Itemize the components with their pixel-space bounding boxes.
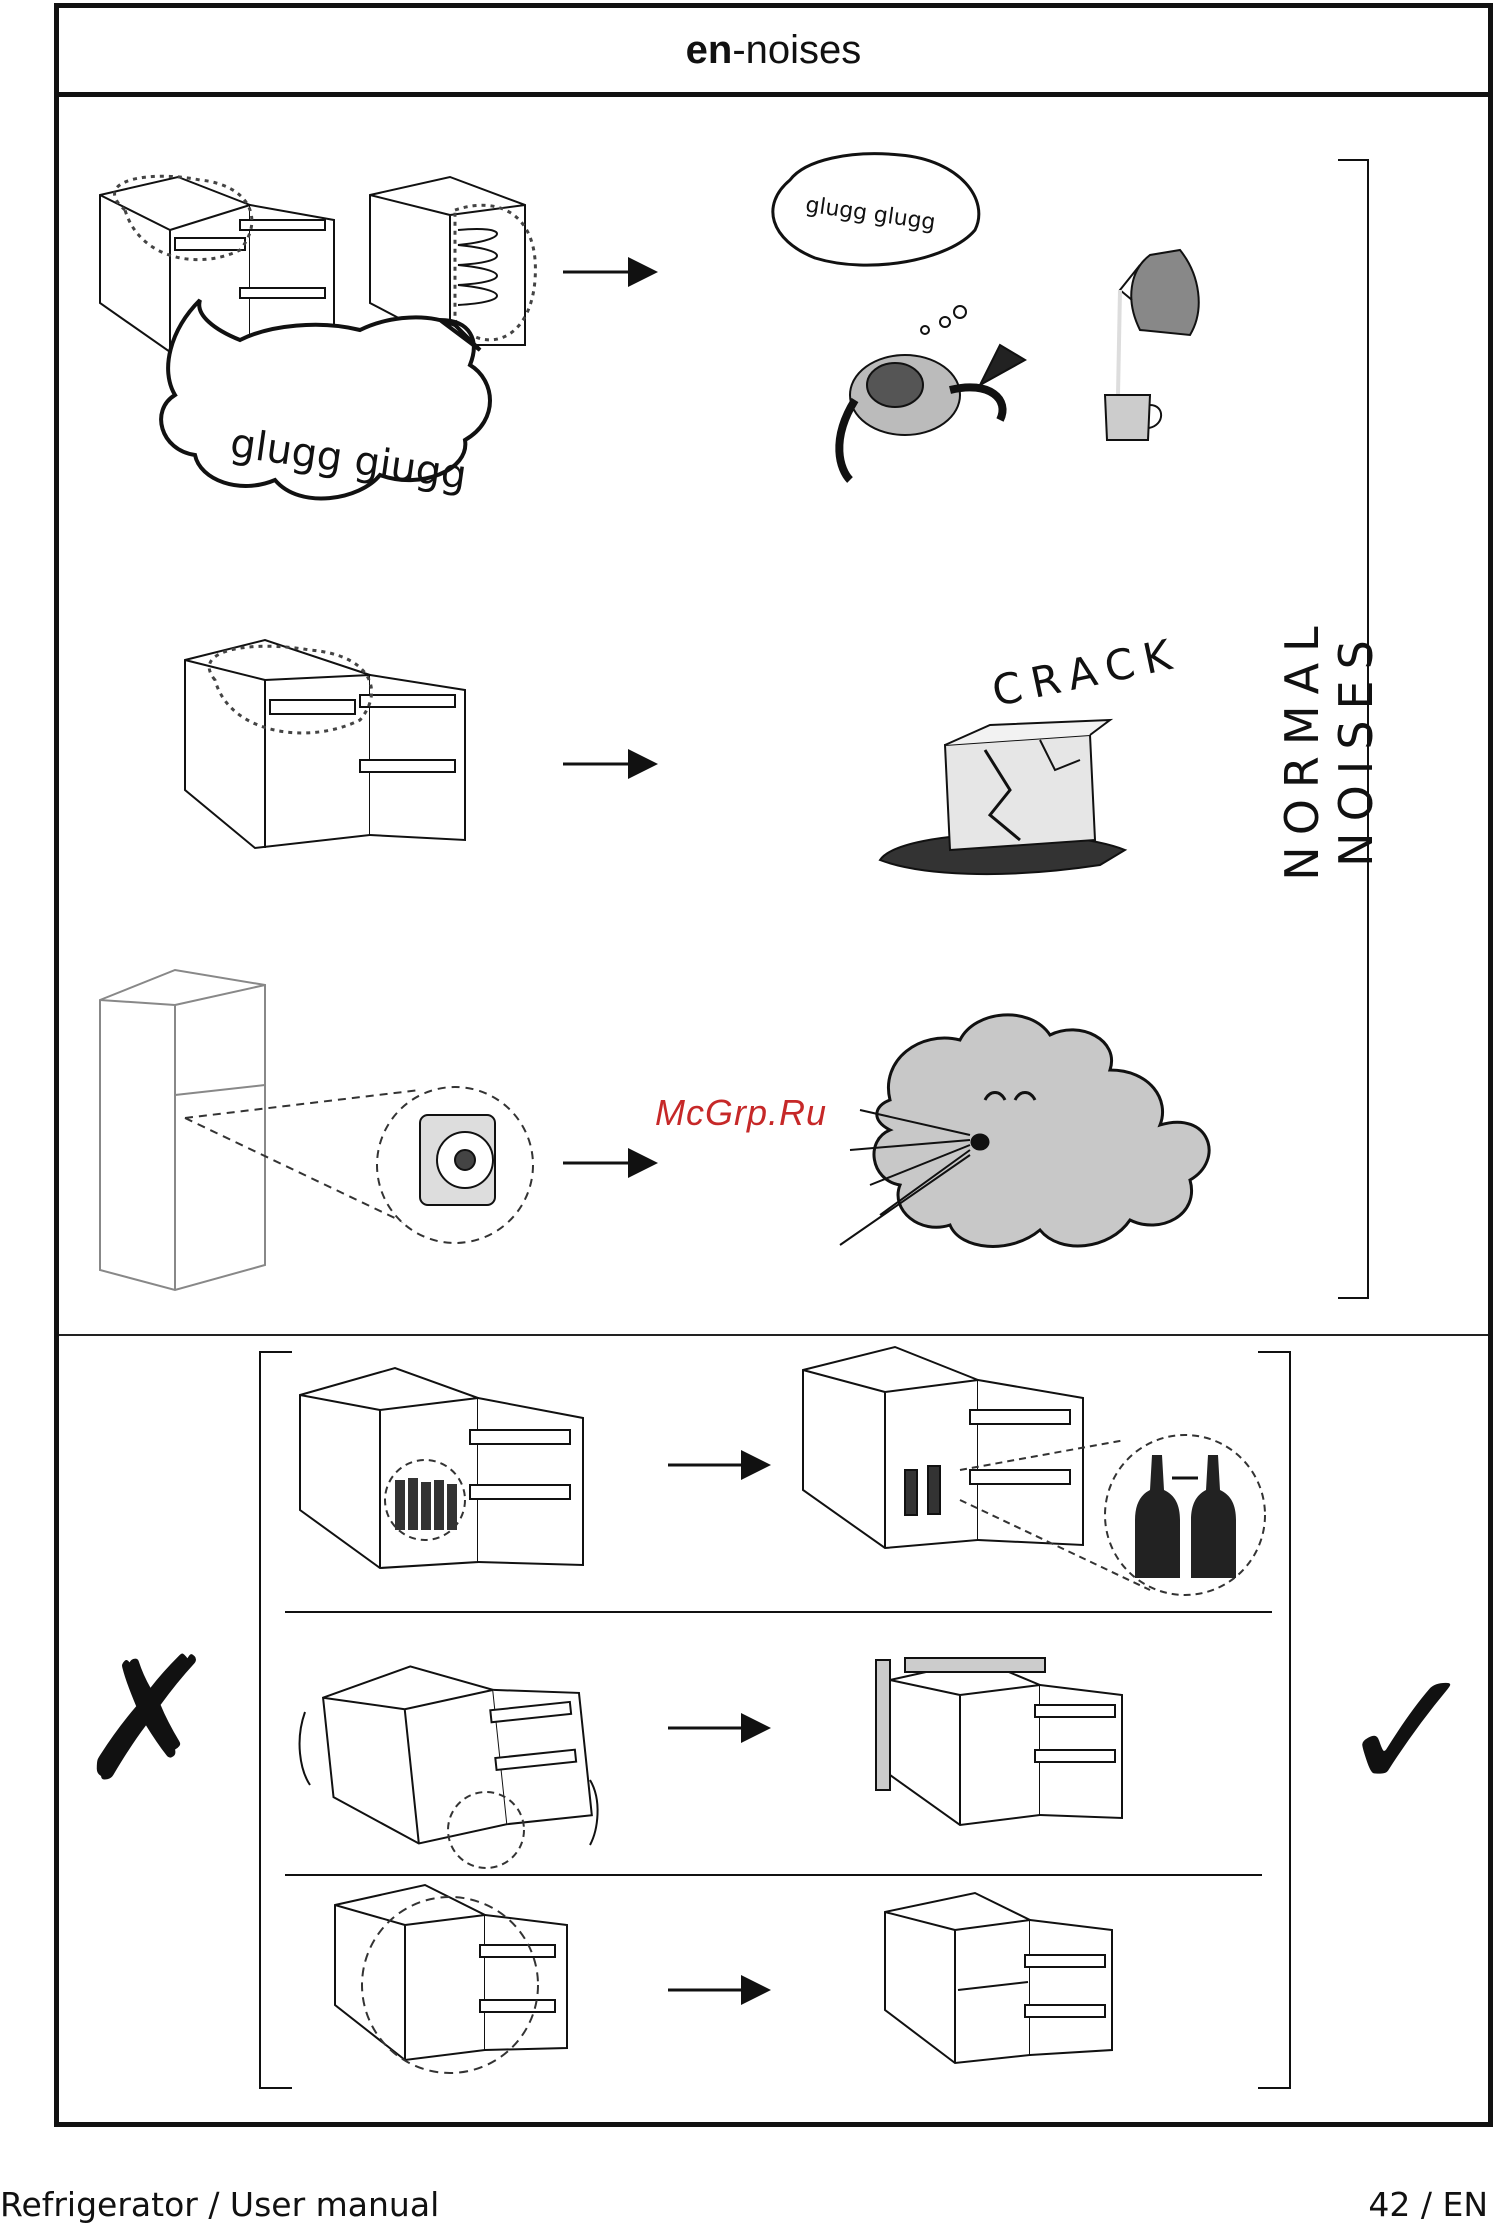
fridge-loose-shelves <box>335 1885 567 2060</box>
tall-fridge-illustration <box>100 970 265 1290</box>
footer-manual-title: Refrigerator / User manual <box>0 2185 439 2224</box>
fridge-crowded-bottles <box>300 1368 583 1568</box>
fridge-tilted <box>321 1649 593 1852</box>
left-bracket <box>260 1352 292 2088</box>
fridge-spaced-bottles <box>803 1347 1083 1548</box>
spirit-level-side <box>876 1660 890 1790</box>
bottle-spacing-detail-circle <box>1105 1435 1265 1595</box>
crowded-bottles-icon <box>395 1478 457 1530</box>
watermark: McGrp.Ru <box>655 1092 827 1134</box>
spirit-level-top <box>905 1658 1045 1672</box>
right-mark: ✓ <box>1337 1633 1479 1831</box>
diver-illustration <box>839 345 1025 480</box>
fan-icon <box>420 1115 495 1205</box>
ice-cube-illustration <box>880 720 1125 874</box>
fridge-arranged-shelves <box>885 1893 1112 2063</box>
fridge-level <box>890 1660 1122 1825</box>
fridge-open-dotted-2 <box>185 640 465 848</box>
footer-page-number: 42 / EN <box>1368 2185 1488 2224</box>
crack-text: CRACK <box>988 628 1186 716</box>
blowing-cloud-illustration <box>840 1015 1209 1247</box>
wrong-mark: ✗ <box>77 1621 219 1819</box>
right-bracket <box>1258 1352 1290 2088</box>
normal-noises-label: NORMAL NOISES <box>1275 488 1335 1008</box>
jug-and-mug-illustration <box>1105 250 1199 440</box>
